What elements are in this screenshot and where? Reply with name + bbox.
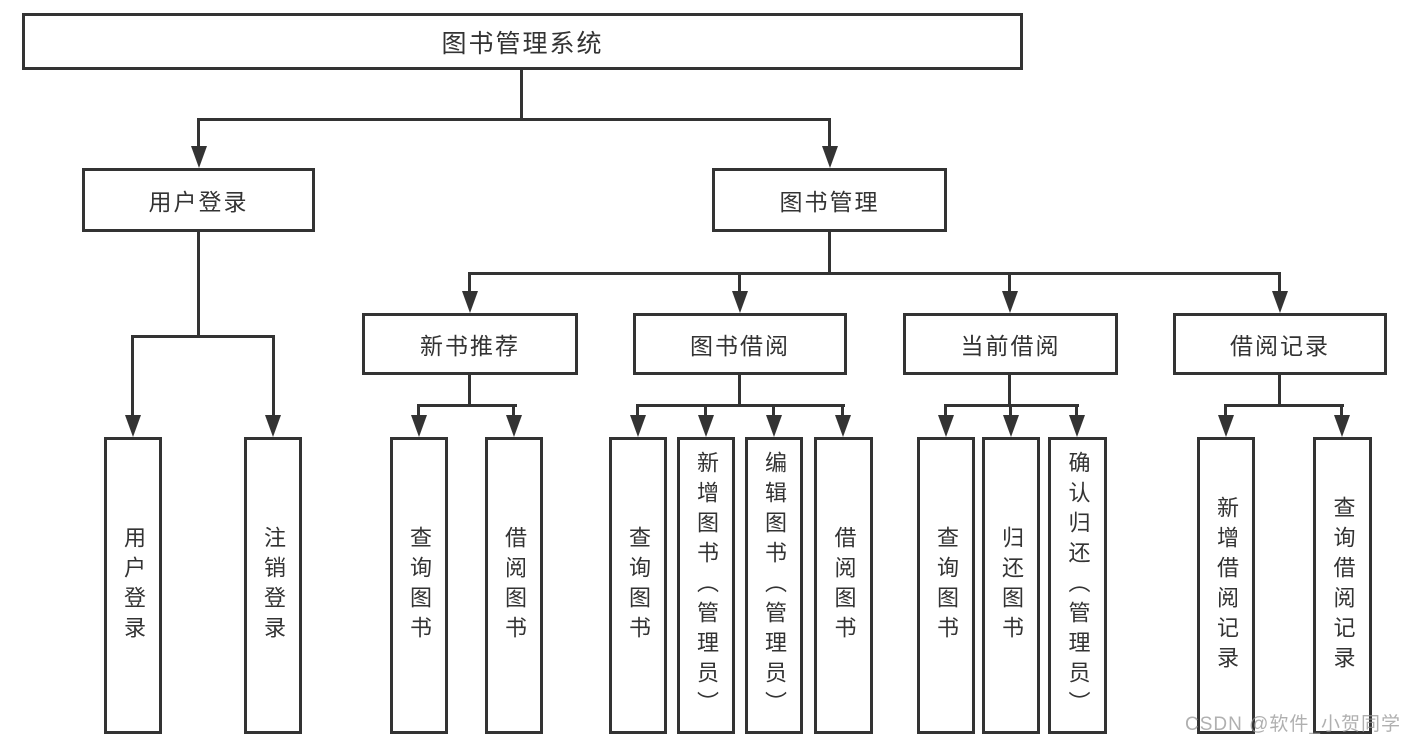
connector-root-bar bbox=[197, 118, 831, 121]
arrowhead-current-confirm bbox=[1069, 415, 1085, 437]
connector-stem-book-management bbox=[828, 118, 831, 150]
leaf-logout: 注销登录 bbox=[244, 437, 302, 734]
node-book-management: 图书管理 bbox=[712, 168, 947, 232]
connector-stem-current-query bbox=[944, 404, 947, 418]
connector-records-stem bbox=[1278, 373, 1281, 407]
arrowhead-borrow-edit bbox=[766, 415, 782, 437]
arrowhead-records-add bbox=[1218, 415, 1234, 437]
node-library-system: 图书管理系统 bbox=[22, 13, 1023, 70]
node-borrowing-records: 借阅记录 bbox=[1173, 313, 1387, 375]
node-current-borrowing: 当前借阅 bbox=[903, 313, 1118, 375]
leaf-records-add-record: 新增借阅记录 bbox=[1197, 437, 1255, 734]
connector-stem-leaf-user-login bbox=[131, 335, 134, 419]
leaf-borrow-add-books-admin: 新增图书（管理员） bbox=[677, 437, 735, 734]
arrowhead-recommend-borrow bbox=[506, 415, 522, 437]
node-new-book-recommend: 新书推荐 bbox=[362, 313, 578, 375]
connector-recommend-bar bbox=[417, 404, 517, 407]
connector-stem-current-return bbox=[1009, 404, 1012, 418]
arrowhead-borrowing-records bbox=[1272, 291, 1288, 313]
leaf-recommend-borrow-books: 借阅图书 bbox=[485, 437, 543, 734]
csdn-watermark: CSDN @软件_小贺同学 bbox=[1185, 714, 1401, 735]
leaf-borrow-query-books: 查询图书 bbox=[609, 437, 667, 734]
leaf-current-return-books: 归还图书 bbox=[982, 437, 1040, 734]
connector-stem-recommend-query bbox=[417, 404, 420, 418]
connector-stem-current-confirm bbox=[1075, 404, 1078, 418]
leaf-borrow-borrow-books: 借阅图书 bbox=[814, 437, 873, 734]
connector-root-stem bbox=[520, 67, 523, 120]
connector-stem-borrow-add bbox=[704, 404, 707, 418]
arrowhead-book-borrowing bbox=[732, 291, 748, 313]
arrowhead-current-borrowing bbox=[1002, 291, 1018, 313]
connector-book-management-bar bbox=[468, 272, 1281, 275]
connector-user-login-stem bbox=[197, 230, 200, 338]
arrowhead-borrow-borrow bbox=[835, 415, 851, 437]
arrowhead-current-return bbox=[1003, 415, 1019, 437]
connector-stem-records-add bbox=[1224, 404, 1227, 418]
arrowhead-records-query bbox=[1334, 415, 1350, 437]
connector-stem-new-book-recommend bbox=[468, 272, 471, 296]
leaf-borrow-edit-books-admin: 编辑图书（管理员） bbox=[745, 437, 803, 734]
connector-stem-recommend-borrow bbox=[512, 404, 515, 418]
connector-stem-borrow-edit bbox=[772, 404, 775, 418]
leaf-current-confirm-return-admin: 确认归还（管理员） bbox=[1048, 437, 1107, 734]
arrowhead-recommend-query bbox=[411, 415, 427, 437]
connector-user-login-bar bbox=[131, 335, 275, 338]
leaf-user-login: 用户登录 bbox=[104, 437, 162, 734]
connector-records-bar bbox=[1224, 404, 1344, 407]
arrowhead-borrow-add bbox=[698, 415, 714, 437]
connector-stem-borrow-query bbox=[636, 404, 639, 418]
arrowhead-current-query bbox=[938, 415, 954, 437]
connector-stem-borrow-borrow bbox=[841, 404, 844, 418]
connector-stem-records-query bbox=[1340, 404, 1343, 418]
leaf-recommend-query-books: 查询图书 bbox=[390, 437, 448, 734]
node-user-login: 用户登录 bbox=[82, 168, 315, 232]
connector-book-management-stem bbox=[828, 230, 831, 275]
connector-recommend-stem bbox=[468, 373, 471, 407]
connector-stem-borrowing-records bbox=[1278, 272, 1281, 296]
arrowhead-book-management bbox=[822, 146, 838, 168]
connector-stem-book-borrowing bbox=[738, 272, 741, 296]
arrowhead-leaf-logout bbox=[265, 415, 281, 437]
connector-stem-user-login bbox=[197, 118, 200, 150]
connector-borrowing-stem bbox=[738, 373, 741, 407]
node-book-borrowing: 图书借阅 bbox=[633, 313, 847, 375]
leaf-records-query-record: 查询借阅记录 bbox=[1313, 437, 1372, 734]
arrowhead-leaf-user-login bbox=[125, 415, 141, 437]
arrowhead-borrow-query bbox=[630, 415, 646, 437]
arrowhead-new-book-recommend bbox=[462, 291, 478, 313]
connector-stem-current-borrowing bbox=[1008, 272, 1011, 296]
connector-current-stem bbox=[1008, 373, 1011, 407]
connector-stem-leaf-logout bbox=[272, 335, 275, 419]
arrowhead-user-login bbox=[191, 146, 207, 168]
connector-borrowing-bar bbox=[636, 404, 845, 407]
leaf-current-query-books: 查询图书 bbox=[917, 437, 975, 734]
